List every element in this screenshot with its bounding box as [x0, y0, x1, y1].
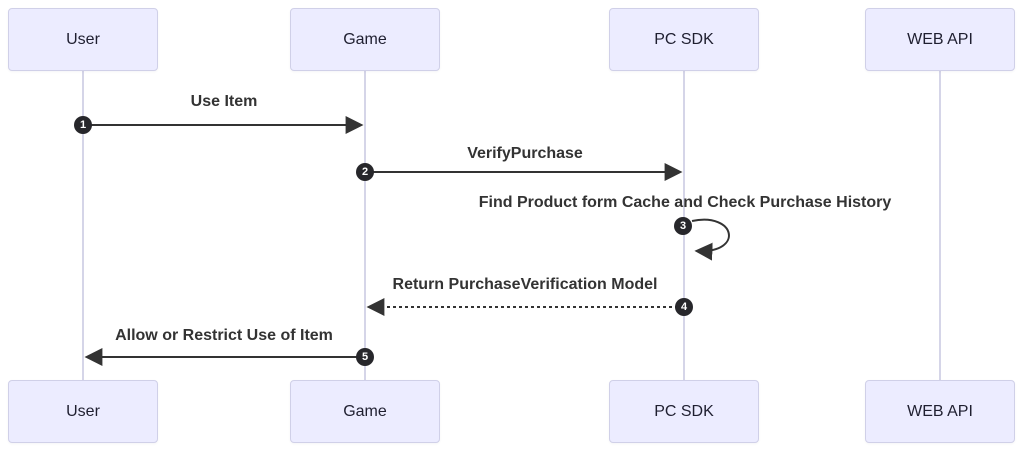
actor-label-game-top: Game: [343, 30, 387, 48]
seq-badge-2: 2: [356, 163, 374, 181]
actor-box-web-api-bottom: WEB API: [865, 380, 1015, 443]
actor-label-user-bottom: User: [66, 402, 100, 420]
seq-badge-3: 3: [674, 217, 692, 235]
message-1-label: Use Item: [190, 93, 258, 110]
actor-box-pc-sdk-bottom: PC SDK: [609, 380, 759, 443]
message-2-label: VerifyPurchase: [467, 145, 583, 162]
message-3-label: Find Product form Cache and Check Purcha…: [478, 194, 892, 211]
actor-box-game-bottom: Game: [290, 380, 440, 443]
message-5-label: Allow or Restrict Use of Item: [115, 327, 333, 344]
seq-badge-5: 5: [356, 348, 374, 366]
seq-badge-1: 1: [74, 116, 92, 134]
seq-badge-4: 4: [675, 298, 693, 316]
actor-label-web-api-top: WEB API: [907, 30, 973, 48]
actor-label-pc-sdk-bottom: PC SDK: [654, 402, 714, 420]
actor-box-user-top: User: [8, 8, 158, 71]
actor-label-web-api-bottom: WEB API: [907, 402, 973, 420]
message-3-self-loop-arrow: [691, 218, 730, 261]
actor-label-user-top: User: [66, 30, 100, 48]
actor-box-game-top: Game: [290, 8, 440, 71]
actor-label-pc-sdk-top: PC SDK: [654, 30, 714, 48]
actor-box-web-api-top: WEB API: [865, 8, 1015, 71]
actor-box-user-bottom: User: [8, 380, 158, 443]
message-4-label: Return PurchaseVerification Model: [392, 276, 658, 293]
actor-label-game-bottom: Game: [343, 402, 387, 420]
actor-box-pc-sdk-top: PC SDK: [609, 8, 759, 71]
